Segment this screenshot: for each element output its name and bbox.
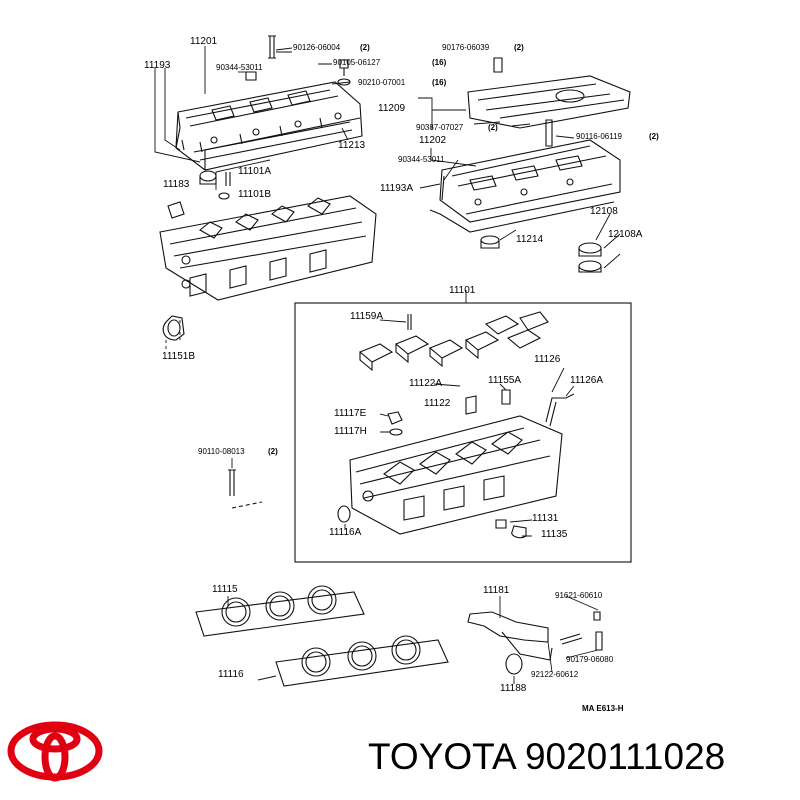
callout-11117E: 11117E — [334, 408, 367, 419]
callout-11193: 11193 — [144, 60, 171, 71]
callout-11115: 11115 — [212, 584, 238, 595]
callout-90387-07027: 90387-07027 — [416, 123, 464, 132]
cylinder-head-assembly-box — [294, 302, 632, 563]
callout-92122-60612: 92122-60612 — [531, 670, 579, 679]
callout-11135: 11135 — [541, 529, 568, 540]
part-number: 9020111028 — [524, 736, 726, 777]
callout-11155A: 11155A — [488, 375, 521, 386]
callout-90344-53011-left: 90344-53011 — [216, 63, 263, 72]
qty-90387: (2) — [488, 123, 498, 132]
callout-90176-06039: 90176-06039 — [442, 43, 490, 52]
head-bolt — [228, 469, 263, 509]
callout-90110-08013: 90110-08013 — [198, 447, 245, 456]
qty-90105: (16) — [432, 58, 447, 67]
engine-hanger — [467, 611, 603, 675]
callout-12108: 12108 — [590, 206, 618, 217]
toyota-logo — [7, 721, 103, 782]
callout-12108A: 12108A — [608, 229, 643, 240]
callout-90179-06080: 90179-06080 — [566, 655, 614, 664]
cover-bolts-left — [245, 35, 351, 86]
callout-90210-07001: 90210-07001 — [358, 78, 406, 87]
callout-11126A: 11126A — [570, 375, 603, 386]
callout-11214: 11214 — [516, 234, 544, 245]
qty-90176: (2) — [514, 43, 524, 52]
callout-90344-53011-right: 90344-53011 — [398, 155, 445, 164]
cylinder-head-lower — [337, 415, 563, 539]
leader-lines — [154, 46, 621, 684]
diagram-code: MA E613-H — [582, 704, 624, 713]
qty-90116: (2) — [649, 132, 659, 141]
valve-parts — [387, 389, 575, 436]
callout-91621-60610: 91621-60610 — [555, 591, 603, 600]
callout-11201: 11201 — [190, 36, 218, 47]
callout-11122: 11122 — [424, 398, 451, 409]
cylinder-head-cover-right — [429, 139, 621, 233]
callout-11116: 11116 — [218, 669, 244, 680]
callout-11151B: 11151B — [162, 351, 195, 362]
qty-90210: (16) — [432, 78, 447, 87]
callout-11181: 11181 — [483, 585, 510, 596]
callout-11213: 11213 — [338, 140, 366, 151]
callout-11188: 11188 — [500, 683, 527, 694]
callout-11209: 11209 — [378, 103, 406, 114]
callout-11183: 11183 — [163, 179, 190, 190]
cylinder-head-upper-left — [159, 195, 377, 301]
intake-cover-plate — [467, 75, 631, 129]
callout-11117H: 11117H — [334, 426, 367, 437]
callout-90126-06004: 90126-06004 — [293, 43, 341, 52]
callout-11193A: 11193A — [380, 183, 413, 194]
head-gasket-upper — [195, 585, 365, 637]
callout-11116A: 11116A — [329, 527, 362, 538]
callout-11159A: 11159A — [350, 311, 383, 322]
callout-11122A: 11122A — [409, 378, 442, 389]
callout-90105-06127: 90105-06127 — [333, 58, 381, 67]
callout-11202: 11202 — [419, 135, 447, 146]
brand-name: TOYOTA — [368, 736, 515, 777]
bearing-caps — [358, 311, 549, 372]
callout-11101A: 11101A — [238, 166, 271, 177]
cylinder-head-cover-left — [175, 81, 363, 171]
callout-11126: 11126 — [534, 354, 561, 365]
head-gasket-lower — [275, 635, 449, 687]
callout-11131: 11131 — [532, 513, 559, 524]
seal-plugs-left — [162, 170, 231, 341]
cover-bolts-right — [493, 57, 553, 147]
callout-90116-06119: 90116-06119 — [576, 132, 622, 141]
callout-11101: 11101 — [449, 285, 476, 296]
qty-90126: (2) — [360, 43, 370, 52]
callout-11101B: 11101B — [238, 189, 271, 200]
qty-90110: (2) — [268, 447, 278, 456]
brand-part-title: TOYOTA 9020111028 — [368, 736, 725, 778]
plugs-right — [480, 235, 602, 273]
